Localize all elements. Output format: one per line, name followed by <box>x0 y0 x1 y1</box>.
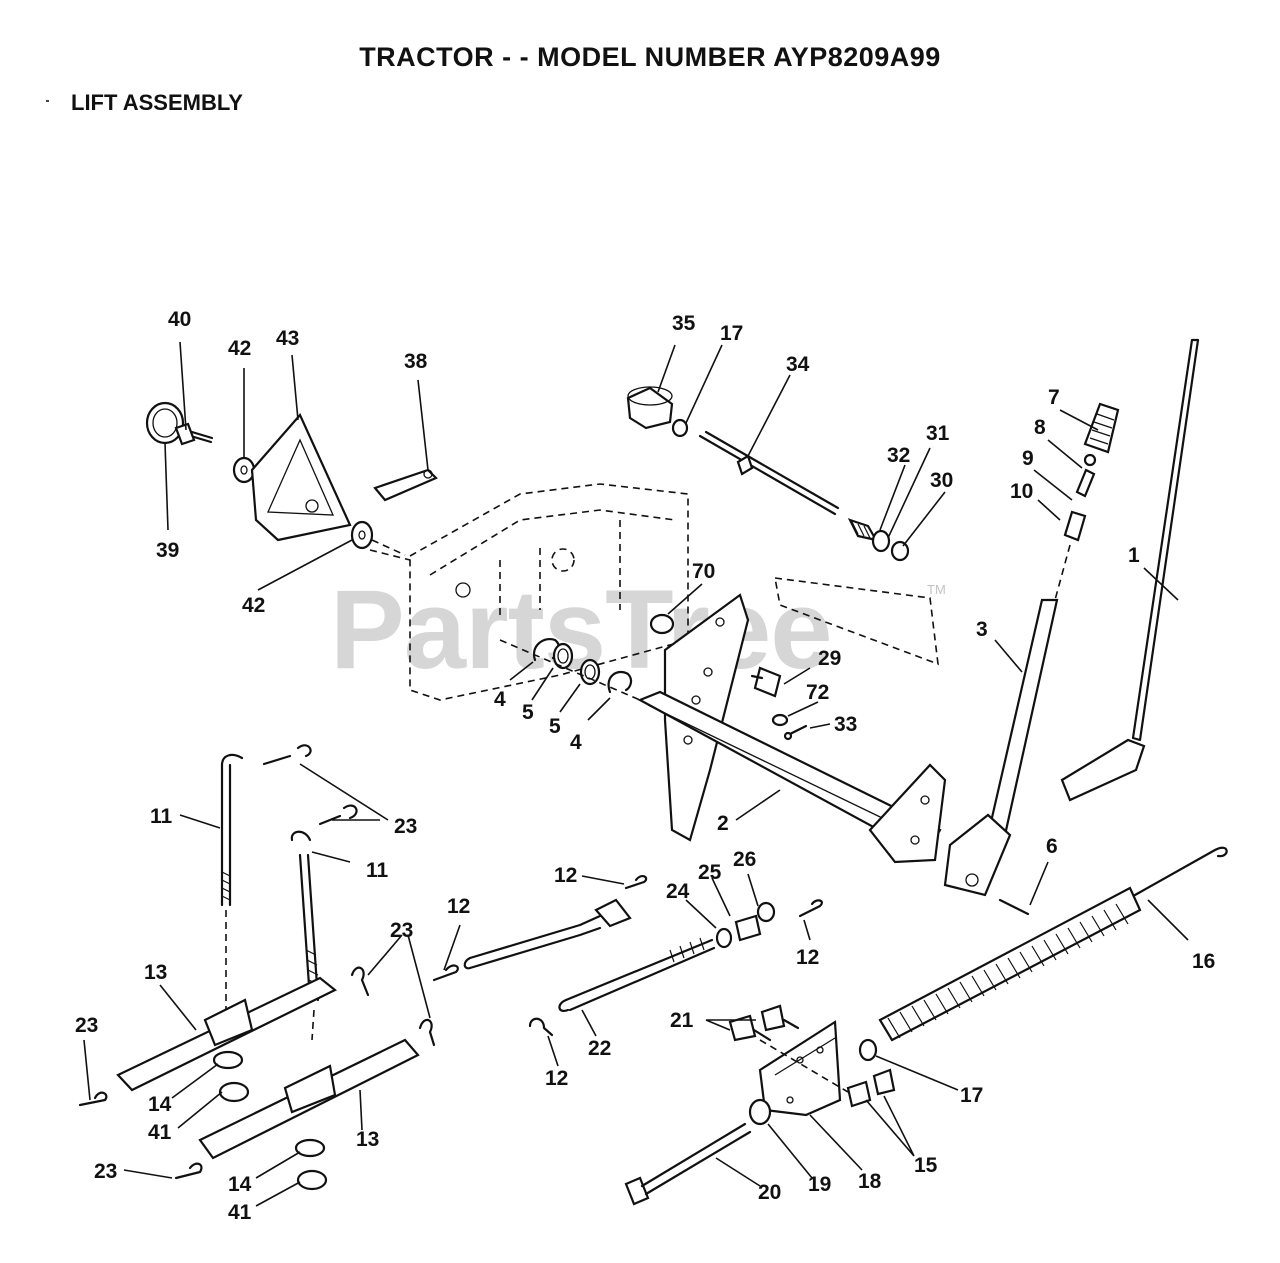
callout-8: 8 <box>1034 416 1046 439</box>
callout-30: 30 <box>930 469 953 492</box>
callout-14b: 14 <box>228 1173 252 1196</box>
callout-12b: 12 <box>447 895 470 918</box>
callout-9: 9 <box>1022 447 1034 470</box>
lift-lever-group <box>943 338 1200 916</box>
knob-plate-group <box>145 341 438 591</box>
callout-11: 11 <box>150 805 173 828</box>
stud-group <box>649 583 831 741</box>
watermark-trademark: TM <box>927 582 946 597</box>
callout-43: 43 <box>276 327 299 350</box>
callout-22: 22 <box>588 1037 611 1060</box>
callout-72: 72 <box>806 681 829 704</box>
frame-outline <box>369 483 939 701</box>
callout-23d: 23 <box>94 1160 117 1183</box>
callout-19: 19 <box>808 1173 831 1196</box>
callout-31: 31 <box>926 422 950 445</box>
control-link-group <box>432 873 823 1067</box>
shaft-hardware-group <box>499 637 641 721</box>
callout-42b: 42 <box>242 594 265 617</box>
section-title: LIFT ASSEMBLY <box>71 90 243 115</box>
callout-6: 6 <box>1046 835 1058 858</box>
callout-41: 41 <box>148 1121 172 1144</box>
lift-shaft-group <box>637 593 947 864</box>
callout-24: 24 <box>666 880 690 903</box>
callout-39: 39 <box>156 539 179 562</box>
callout-3: 3 <box>976 618 988 641</box>
callout-labels: 40 42 43 38 39 42 35 17 34 7 8 31 32 9 3… <box>75 308 1215 1224</box>
callout-35: 35 <box>672 312 696 335</box>
callout-41b: 41 <box>228 1201 252 1224</box>
callout-4b: 4 <box>570 731 582 754</box>
callout-38: 38 <box>404 350 428 373</box>
callout-12d: 12 <box>545 1067 568 1090</box>
callout-13: 13 <box>144 961 167 984</box>
adjust-rod-group <box>626 344 946 562</box>
callout-17: 17 <box>720 322 743 345</box>
margin-mark <box>46 100 49 102</box>
lift-link-group <box>78 744 436 1207</box>
callout-40: 40 <box>168 308 191 331</box>
callout-26: 26 <box>733 848 756 871</box>
callout-15: 15 <box>914 1154 938 1177</box>
callout-5: 5 <box>522 701 534 724</box>
callout-12c: 12 <box>796 946 819 969</box>
callout-18: 18 <box>858 1170 882 1193</box>
callout-33: 33 <box>834 713 857 736</box>
callout-2: 2 <box>717 812 729 835</box>
callout-10: 10 <box>1010 480 1033 503</box>
callout-32: 32 <box>887 444 910 467</box>
callout-25: 25 <box>698 861 722 884</box>
spring-bracket-group <box>624 846 1228 1206</box>
callout-70: 70 <box>692 560 715 583</box>
callout-20: 20 <box>758 1181 781 1204</box>
callout-23c: 23 <box>75 1014 98 1037</box>
callout-23: 23 <box>394 815 417 838</box>
page-title: TRACTOR - - MODEL NUMBER AYP8209A99 <box>359 42 941 72</box>
callout-42: 42 <box>228 337 251 360</box>
callout-4: 4 <box>494 688 506 711</box>
callout-29: 29 <box>818 647 841 670</box>
callout-13b: 13 <box>356 1128 379 1151</box>
callout-34: 34 <box>786 353 810 376</box>
callout-14: 14 <box>148 1093 172 1116</box>
callout-5b: 5 <box>549 715 561 738</box>
callout-16: 16 <box>1192 950 1215 973</box>
callout-21: 21 <box>670 1009 694 1032</box>
callout-1: 1 <box>1128 544 1140 567</box>
callout-7: 7 <box>1048 386 1060 409</box>
callout-23b: 23 <box>390 919 413 942</box>
callout-11b: 11 <box>366 859 389 882</box>
callout-12: 12 <box>554 864 577 887</box>
callout-17b: 17 <box>960 1084 983 1107</box>
